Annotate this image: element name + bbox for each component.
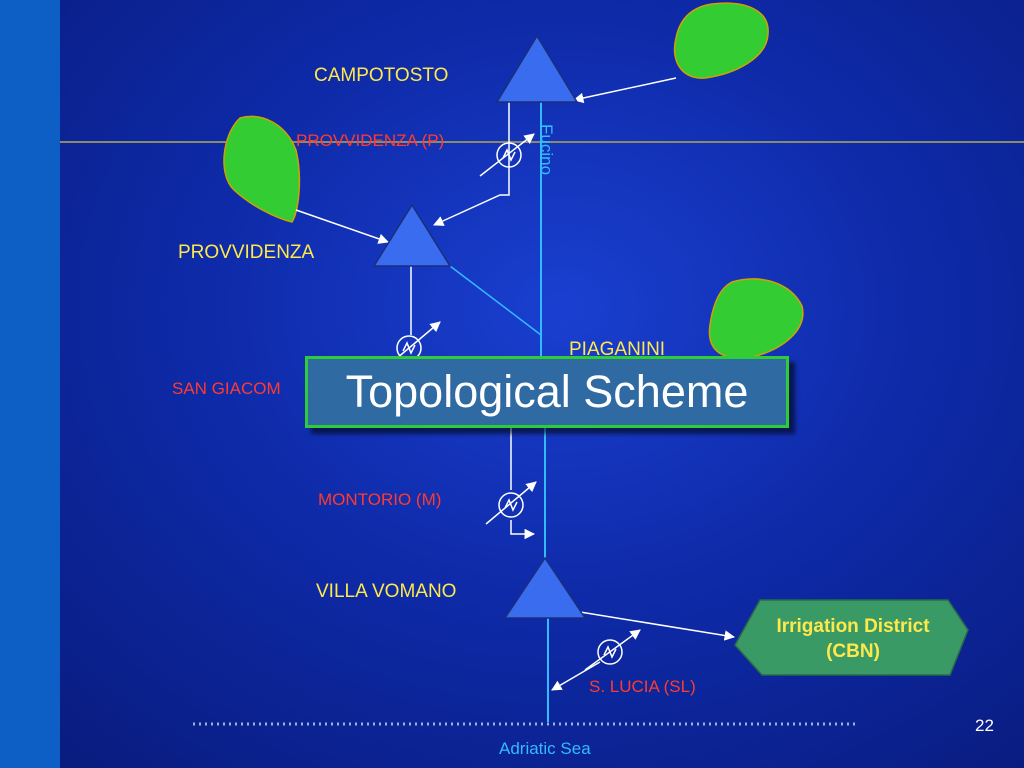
reservoir-campotosto [495,34,579,103]
flow-campotosto-provvidenza [433,102,510,226]
left-accent-bar [0,0,60,768]
arrow-district-inflow [579,611,736,641]
catchment-provvidenza [223,115,301,223]
label-piaganini: PIAGANINI [569,339,666,360]
label-provvidenza-p: PROVVIDENZA (P) [296,131,445,150]
flow-montorio-out [510,520,536,540]
flow-slucia-out [551,661,601,691]
arrow-campotosto-inflow [572,77,677,104]
label-adriatic-sea: Adriatic Sea [499,739,591,758]
irrigation-district-label: Irrigation District (CBN) [737,614,969,664]
slide-title: Topological Scheme [345,366,749,417]
reservoir-provvidenza [372,203,452,267]
label-montorio: MONTORIO (M) [318,490,442,509]
arrow-provvidenza-inflow [295,209,389,244]
irrigation-district-shape [734,599,969,676]
turbine-provvidenza-p [479,133,535,177]
label-provvidenza: PROVVIDENZA [178,242,315,263]
irrigation-district-line2: (CBN) [826,641,880,662]
slide-number: 22 [975,716,994,735]
label-s-lucia: S. LUCIA (SL) [589,677,696,696]
catchment-campotosto [673,2,769,79]
irrigation-district-line1: Irrigation District [776,616,930,637]
catchment-piaganini [708,278,804,359]
provvidenza-spill-line [449,265,542,336]
label-san-giacomo: SAN GIACOM [172,379,281,398]
label-villa-vomano: VILLA VOMANO [316,581,457,602]
turbine-s-lucia [584,629,641,671]
title-box: Topological Scheme [305,356,789,428]
label-campotosto: CAMPOTOSTO [314,65,449,86]
turbine-montorio [485,481,537,525]
reservoir-villa-vomano [503,556,587,619]
label-fucino-river: Fucino [537,124,556,176]
